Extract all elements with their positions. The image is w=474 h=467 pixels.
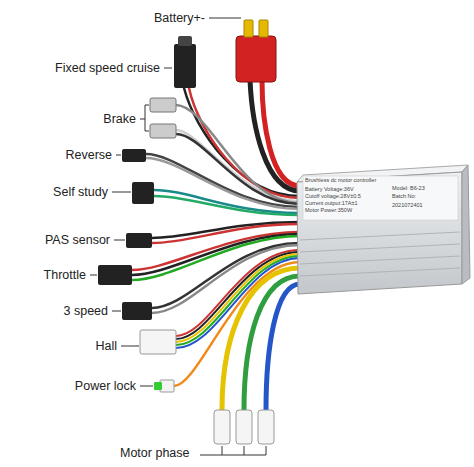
power-lock-connector	[160, 380, 174, 392]
spec-text: Brushless dc motor controller	[305, 178, 376, 184]
callout-label: Throttle	[44, 268, 86, 282]
housing-end	[462, 165, 470, 284]
battery-wire	[262, 80, 300, 186]
battery-pin	[244, 20, 253, 37]
controller-housing	[297, 165, 470, 294]
battery-connector	[236, 36, 276, 82]
callout-label: Self study	[53, 185, 108, 199]
callout-label: Brake	[103, 112, 136, 126]
callout-label: Battery+-	[154, 11, 205, 25]
self-study-connector	[132, 182, 154, 204]
power-lock-tip	[154, 382, 162, 390]
reverse-connector	[122, 149, 146, 162]
self-study-wire	[154, 190, 300, 213]
pas-connector	[126, 233, 152, 248]
spec-text: Motor Power:350W	[305, 208, 352, 214]
leader-line	[209, 18, 241, 19]
leader-line	[116, 155, 121, 156]
brake-connector	[150, 98, 176, 112]
housing-ribs	[300, 232, 460, 276]
speed-connector	[122, 302, 152, 320]
self-study-wire	[154, 196, 300, 215]
hall-connector	[140, 330, 176, 354]
spec-text: 2021072401	[392, 203, 423, 209]
leader-line	[200, 446, 266, 455]
phase-connector	[214, 410, 230, 444]
phase-wire	[266, 284, 300, 410]
cruise-connector	[174, 44, 196, 88]
spec-text: Model: B6-23	[392, 186, 425, 192]
spec-label	[303, 176, 458, 220]
brake-connector	[150, 124, 176, 138]
callout-label: Power lock	[75, 379, 136, 393]
callout-label: Fixed speed cruise	[55, 61, 160, 75]
callout-label: 3 speed	[64, 304, 108, 318]
battery-pin	[259, 20, 268, 37]
leader-line	[140, 386, 153, 387]
callout-label: Reverse	[65, 148, 112, 162]
spec-text: Current output:17A±1	[305, 201, 358, 207]
wire-bundle	[132, 80, 300, 410]
leader-line	[114, 240, 125, 241]
leader-line	[140, 105, 149, 131]
phase-connector	[236, 410, 252, 444]
leader-line	[164, 68, 172, 69]
reverse-wire	[146, 158, 300, 209]
spec-text: Battery Voltage:36V	[305, 187, 354, 193]
leader-line	[112, 192, 131, 193]
cruise-cap	[178, 36, 192, 46]
speed-wire	[152, 243, 300, 308]
leader-line	[90, 275, 97, 276]
leader-line	[112, 311, 121, 312]
controller-box: Brushless dc motor controllerBattery Vol…	[298, 172, 462, 292]
leader-line	[121, 346, 139, 347]
callout-label: PAS sensor	[45, 233, 110, 247]
battery-wire	[250, 80, 300, 191]
phase-wire	[244, 276, 300, 410]
spec-text: Batch No:	[392, 194, 416, 200]
callout-label: Hall	[95, 339, 117, 353]
brake-wire	[176, 105, 300, 203]
housing-front	[297, 172, 462, 294]
phase-connector	[258, 410, 274, 444]
callout-label: Motor phase	[120, 446, 189, 460]
throttle-connector	[98, 265, 132, 285]
spec-text: Cutoff voltage:28V±0.5	[305, 194, 361, 200]
phase-wire	[222, 268, 300, 410]
